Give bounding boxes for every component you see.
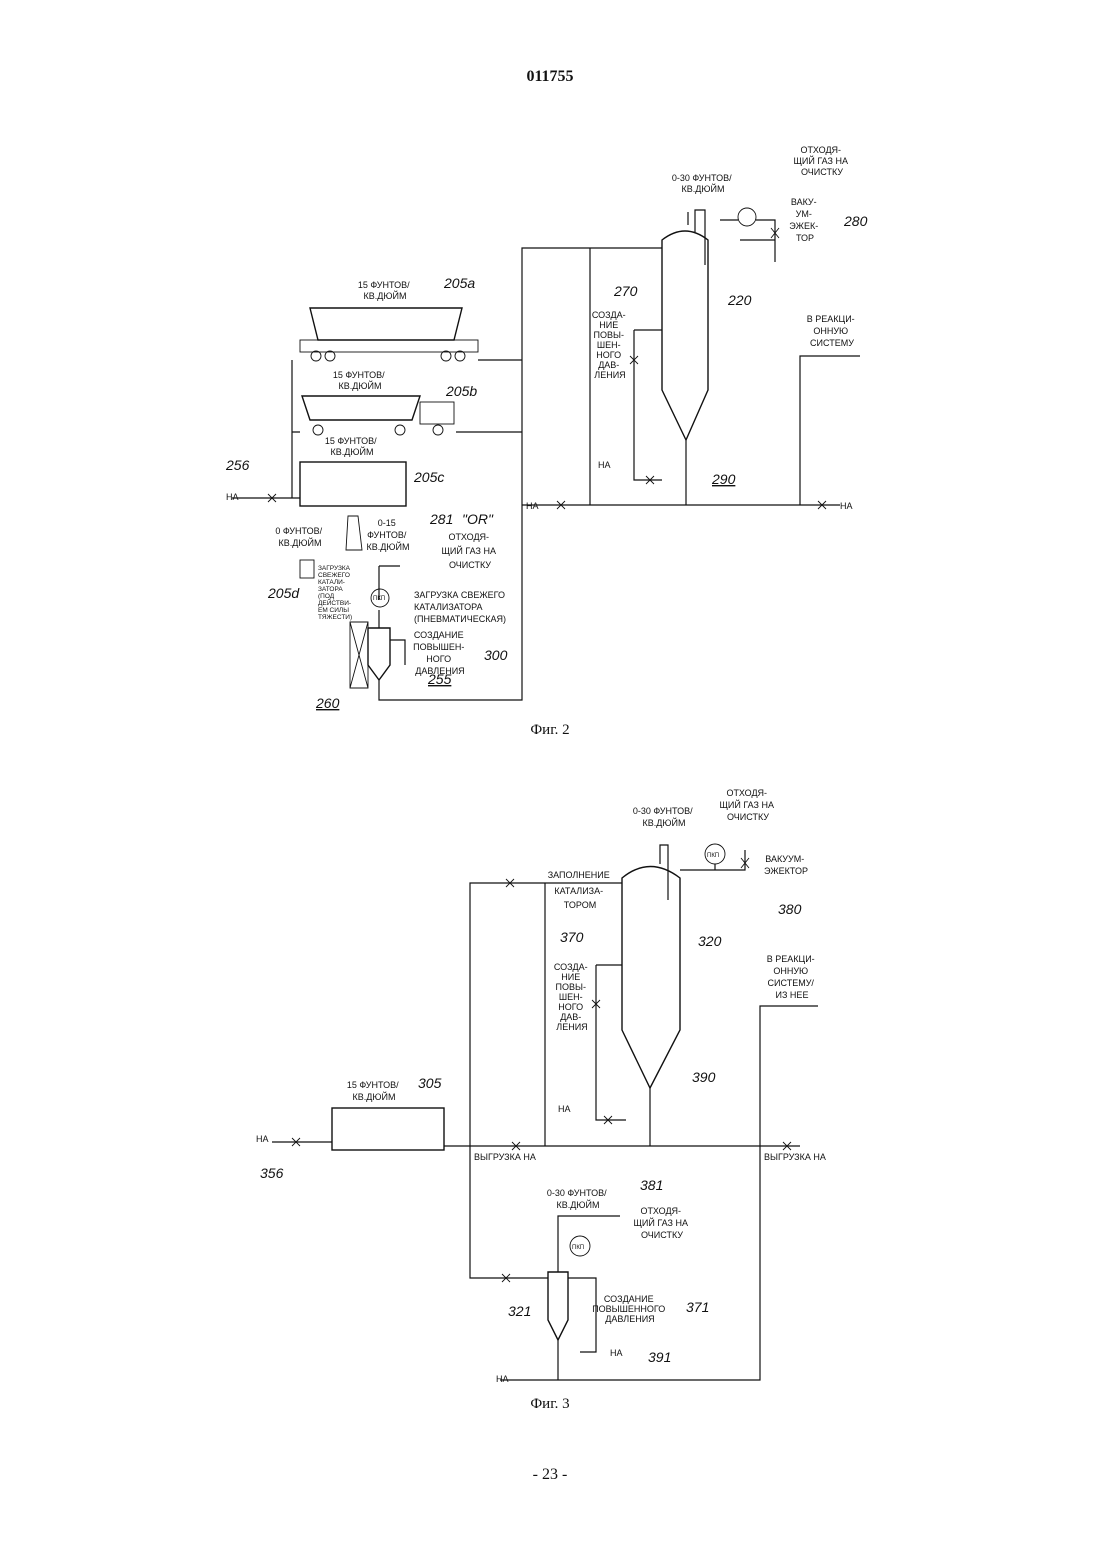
pressurize-2-label: СОЗДАНИЕ ПОВЫШЕН- НОГО ДАВЛЕНИЯ [413, 630, 467, 676]
ref-205c: 205c [413, 469, 444, 485]
page-footer: - 23 - [0, 1466, 1100, 1484]
ref-381: 381 [640, 1177, 663, 1193]
ref-371: 371 [686, 1299, 709, 1315]
fill-label: ЗАПОЛНЕНИЕ КАТАЛИЗА- ТОРОМ [548, 870, 613, 910]
pressurize-fig3-label: СОЗДА- НИЕ ПОВЫ- ШЕН- НОГО ДАВ- ЛЕНИЯ [554, 962, 590, 1032]
pkp-2-fig3-label: ПКП [572, 1245, 584, 1251]
figure-2: ОТХОДЯ- ЩИЙ ГАЗ НА ОЧИСТКУ 0-30 ФУНТОВ/ … [225, 145, 868, 711]
fresh-catalyst-drum [300, 560, 314, 578]
gravity-load-label: ЗАГРУЗКА СВЕЖЕГО КАТАЛИ- ЗАТОРА (ПОД ДЕЙ… [318, 565, 353, 621]
pressure-0-30-label: 0-30 ФУНТОВ/ КВ.ДЮЙМ [672, 173, 734, 194]
ref-370: 370 [560, 929, 584, 945]
unload-left-label: ВЫГРУЗКА НА [474, 1152, 536, 1162]
ref-255: 255 [427, 671, 452, 687]
ref-220: 220 [727, 292, 752, 308]
sock-205d [346, 516, 362, 550]
na-small-fig3-label: НА [610, 1348, 623, 1358]
ref-391: 391 [648, 1349, 671, 1365]
unload-right-label: ВЫГРУЗКА НА [764, 1152, 826, 1162]
vessel-220 [662, 231, 708, 440]
na-mid-label: НА [526, 501, 539, 511]
truck-205b [302, 396, 454, 435]
na-bottom-fig3-label: НА [496, 1374, 509, 1384]
ref-321: 321 [508, 1303, 531, 1319]
vessel-320 [622, 867, 680, 1089]
or-label: "OR" [462, 511, 494, 527]
pkp-instrument-icon [738, 208, 756, 226]
ref-390: 390 [692, 1069, 716, 1085]
ref-356: 356 [260, 1165, 284, 1181]
ref-280: 280 [843, 213, 868, 229]
stand-structure [350, 622, 368, 688]
ref-256: 256 [225, 457, 250, 473]
pressurize-label: СОЗДА- НИЕ ПОВЫ- ШЕН- НОГО ДАВ- ЛЕНИЯ [592, 310, 628, 380]
pressure-0-30-b-label: 0-30 ФУНТОВ/ КВ.ДЮЙМ [547, 1188, 609, 1210]
pressure-15-fig3-label: 15 ФУНТОВ/ КВ.ДЮЙМ [347, 1080, 401, 1102]
pressure-15b-label: 15 ФУНТОВ/ КВ.ДЮЙМ [333, 370, 387, 391]
ref-270: 270 [613, 283, 638, 299]
ref-281: 281 [429, 511, 453, 527]
off-gas-label: ОТХОДЯ- ЩИЙ ГАЗ НА ОЧИСТКУ [793, 145, 850, 177]
ref-260: 260 [315, 695, 340, 711]
ref-205d: 205d [267, 585, 300, 601]
ref-305: 305 [418, 1075, 442, 1091]
ref-205b: 205b [445, 383, 477, 399]
na-left-label: НА [226, 492, 239, 502]
fill-line [470, 883, 622, 1146]
ref-205a: 205a [443, 275, 475, 291]
pressure-0-15-label: 0-15 ФУНТОВ/ КВ.ДЮЙМ [367, 518, 410, 552]
container-205c [300, 462, 406, 506]
ref-290: 290 [711, 471, 736, 487]
to-reaction-label: В РЕАКЦИ- ОННУЮ СИСТЕМУ [807, 314, 857, 348]
na-right-label: НА [840, 501, 853, 511]
vessel-321-lines [470, 1146, 760, 1380]
off-gas-2-label: ОТХОДЯ- ЩИЙ ГАЗ НА ОЧИСТКУ [441, 532, 498, 570]
figure-2-caption: Фиг. 2 [0, 722, 1100, 739]
vessel-321 [548, 1272, 568, 1340]
na-vessel-fig3-label: НА [558, 1104, 571, 1114]
pkp-label: ПКП [373, 596, 385, 602]
off-gas-2-fig3-label: ОТХОДЯ- ЩИЙ ГАЗ НА ОЧИСТКУ [633, 1206, 690, 1240]
ref-300: 300 [484, 647, 508, 663]
pkp-fig3-label: ПКП [707, 853, 719, 859]
feed-riser [522, 248, 662, 505]
na-left-fig3-label: НА [256, 1134, 269, 1144]
figure-3-caption: Фиг. 3 [0, 1396, 1100, 1413]
pressure-0-label: 0 ФУНТОВ/ КВ.ДЮЙМ [275, 526, 324, 548]
to-reaction-line [800, 356, 860, 505]
pressure-0-30-fig3-label: 0-30 ФУНТОВ/ КВ.ДЮЙМ [633, 806, 695, 828]
figure-3: ОТХОДЯ- ЩИЙ ГАЗ НА ОЧИСТКУ 0-30 ФУНТОВ/ … [256, 788, 826, 1384]
railcar-205a [300, 308, 478, 361]
container-305 [332, 1108, 444, 1150]
pneumatic-load-label: ЗАГРУЗКА СВЕЖЕГО КАТАЛИЗАТОРА (ПНЕВМАТИЧ… [414, 590, 508, 624]
off-gas-fig3-label: ОТХОДЯ- ЩИЙ ГАЗ НА ОЧИСТКУ [719, 788, 776, 822]
ejector-label: ВАКУ- УМ- ЭЖЕК- ТОР [789, 197, 820, 243]
to-reaction-fig3-label: В РЕАКЦИ- ОННУЮ СИСТЕМУ/ ИЗ НЕЕ [767, 954, 817, 1000]
hopper-255 [368, 628, 390, 680]
ref-380: 380 [778, 901, 802, 917]
na-vessel-label: НА [598, 460, 611, 470]
pressurize-2-fig3-label: СОЗДАНИЕ ПОВЫШЕННОГО ДАВЛЕНИЯ [592, 1294, 668, 1324]
ejector-fig3-label: ВАКУУМ- ЭЖЕКТОР [764, 854, 808, 876]
pressure-15a-label: 15 ФУНТОВ/ КВ.ДЮЙМ [358, 280, 412, 301]
ref-320: 320 [698, 933, 722, 949]
pressurize-line [634, 330, 662, 480]
pressure-15c-label: 15 ФУНТОВ/ КВ.ДЮЙМ [325, 436, 379, 457]
to-reaction-line-fig3 [760, 1006, 818, 1146]
